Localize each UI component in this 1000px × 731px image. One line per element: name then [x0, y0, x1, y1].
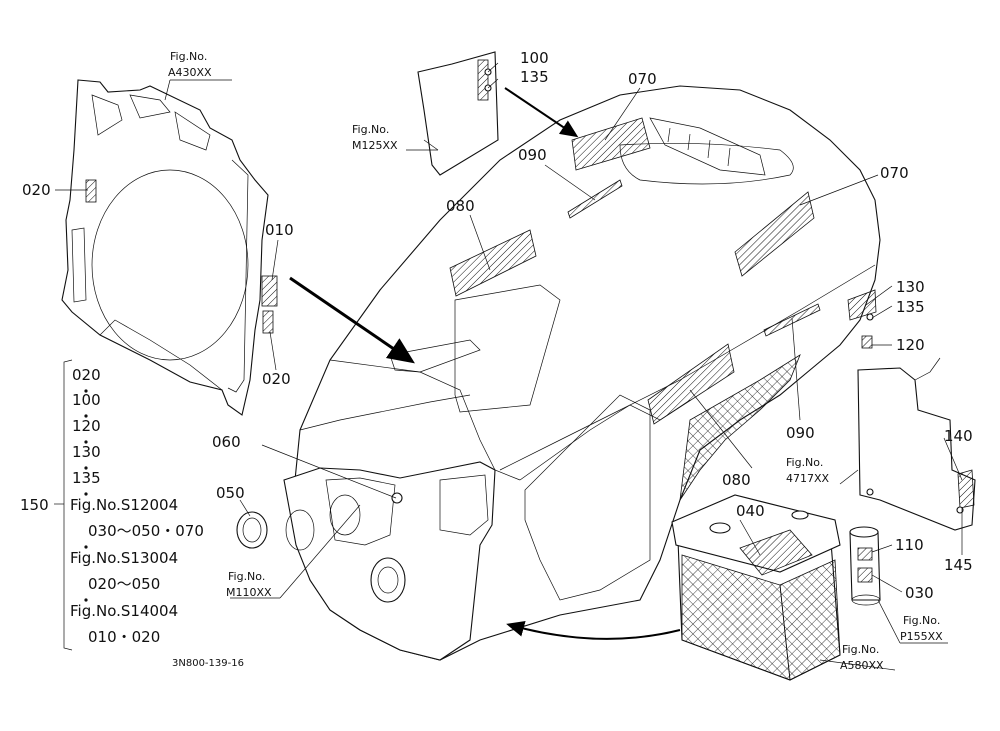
- kit-number: 150: [20, 496, 49, 514]
- decal-020: [262, 310, 274, 334]
- kit-item: 135: [72, 469, 101, 487]
- fig-p155-code: P155XX: [900, 630, 943, 643]
- callout-030: 030: [905, 584, 934, 602]
- kit-sub-fig: Fig.No.S14004: [70, 602, 178, 620]
- callout-100: 100: [520, 49, 549, 67]
- fig-a430-code: A430XX: [168, 66, 212, 79]
- callout-120: 120: [896, 336, 925, 354]
- fig-m110-code: M110XX: [226, 586, 272, 599]
- kit-bracket: [63, 359, 73, 651]
- kit-sub-fig: Fig.No.S12004: [70, 496, 178, 514]
- filter: [849, 526, 881, 606]
- decal-010: [261, 275, 278, 307]
- fig-m125-label: Fig.No.: [352, 123, 389, 136]
- fig-m110-label: Fig.No.: [228, 570, 265, 583]
- kit-separator-dot: [84, 466, 88, 470]
- kit-separator-dot: [84, 414, 88, 418]
- kit-sub-fig: Fig.No.S13004: [70, 549, 178, 567]
- fig-a580-code: A580XX: [840, 659, 884, 672]
- kit-item: 120: [72, 417, 101, 435]
- callout-050: 050: [216, 484, 245, 502]
- fig-m125-code: M125XX: [352, 139, 398, 152]
- callout-110: 110: [895, 536, 924, 554]
- kit-item: 130: [72, 443, 101, 461]
- kit-separator-dot: [84, 389, 88, 393]
- battery: [671, 494, 841, 681]
- callout-020-panel: 020: [262, 370, 291, 388]
- fig-a580-label: Fig.No.: [842, 643, 879, 656]
- drawing-id: 3N800-139-16: [172, 658, 244, 669]
- callout-070-top: 070: [628, 70, 657, 88]
- kit-separator-dot: [84, 545, 88, 549]
- callout-090-mid: 090: [786, 424, 815, 442]
- callout-130: 130: [896, 278, 925, 296]
- callout-010: 010: [265, 221, 294, 239]
- callout-140: 140: [944, 427, 973, 445]
- kit-item: 100: [72, 391, 101, 409]
- callout-070-right: 070: [880, 164, 909, 182]
- fig-4717-label: Fig.No.: [786, 456, 823, 469]
- callout-080-mid: 080: [722, 471, 751, 489]
- callout-080-top: 080: [446, 197, 475, 215]
- kit-sub-parts: 010・020: [88, 628, 160, 646]
- hood: [283, 85, 881, 661]
- kit-sub-parts: 030〜050・070: [88, 522, 204, 540]
- assembly-arrows: [289, 87, 681, 640]
- callout-060: 060: [212, 433, 241, 451]
- fig-p155-label: Fig.No.: [903, 614, 940, 627]
- kit-item: 020: [72, 366, 101, 384]
- kit-separator-dot: [84, 492, 88, 496]
- leader-lines: [55, 62, 963, 671]
- kit-sub-parts: 020〜050: [88, 575, 160, 593]
- callout-090-top: 090: [518, 146, 547, 164]
- kit-separator-dot: [84, 598, 88, 602]
- callout-020-left: 020: [22, 181, 51, 199]
- callout-135-top: 135: [520, 68, 549, 86]
- decal-sheet: [417, 51, 499, 176]
- callout-040: 040: [736, 502, 765, 520]
- kit-separator-dot: [84, 440, 88, 444]
- callout-135-right: 135: [896, 298, 925, 316]
- callout-145: 145: [944, 556, 973, 574]
- ring: [236, 511, 268, 549]
- fig-a430-label: Fig.No.: [170, 50, 207, 63]
- fig-4717-code: 4717XX: [786, 472, 830, 485]
- radiator-shroud: [61, 79, 269, 416]
